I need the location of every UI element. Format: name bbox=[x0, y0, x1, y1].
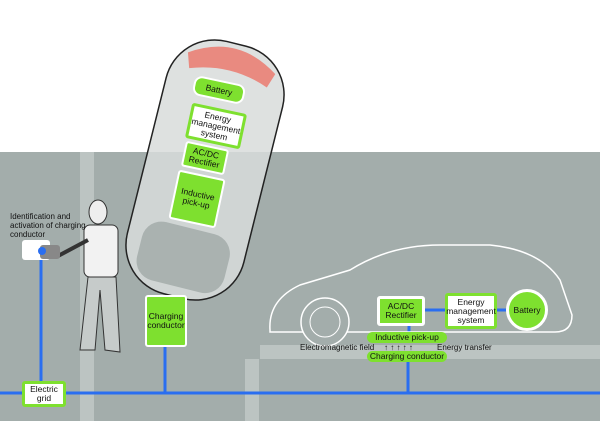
field-arrows: ↑ ↑ ↑ ↑ ↑ bbox=[384, 343, 413, 352]
moving-charging-conductor: Charging conductor bbox=[367, 351, 447, 362]
front-wheel bbox=[300, 297, 350, 347]
identification-note: Identification and activation of chargin… bbox=[10, 212, 86, 239]
moving-battery: Battery bbox=[506, 289, 548, 331]
electromagnetic-field-label: Electromagnetic field bbox=[300, 343, 375, 352]
parked-inductive-pickup: Inductive pick-up bbox=[168, 169, 226, 229]
moving-energy-management: Energy management system bbox=[445, 293, 497, 329]
front-wheel-rim bbox=[309, 306, 341, 338]
charging-conductor-segment: Charging conductor bbox=[145, 295, 187, 347]
energy-transfer-label: Energy transfer bbox=[437, 343, 492, 352]
power-cables bbox=[0, 258, 600, 395]
terminal-light bbox=[38, 247, 46, 255]
moving-inductive-pickup: Inductive pick-up bbox=[367, 332, 447, 343]
road-strip bbox=[245, 359, 259, 421]
person-figure bbox=[57, 199, 121, 353]
electric-grid: Electric grid bbox=[22, 381, 66, 407]
moving-car-outline bbox=[269, 244, 573, 333]
moving-rectifier: AC/DC Rectifier bbox=[377, 296, 425, 326]
